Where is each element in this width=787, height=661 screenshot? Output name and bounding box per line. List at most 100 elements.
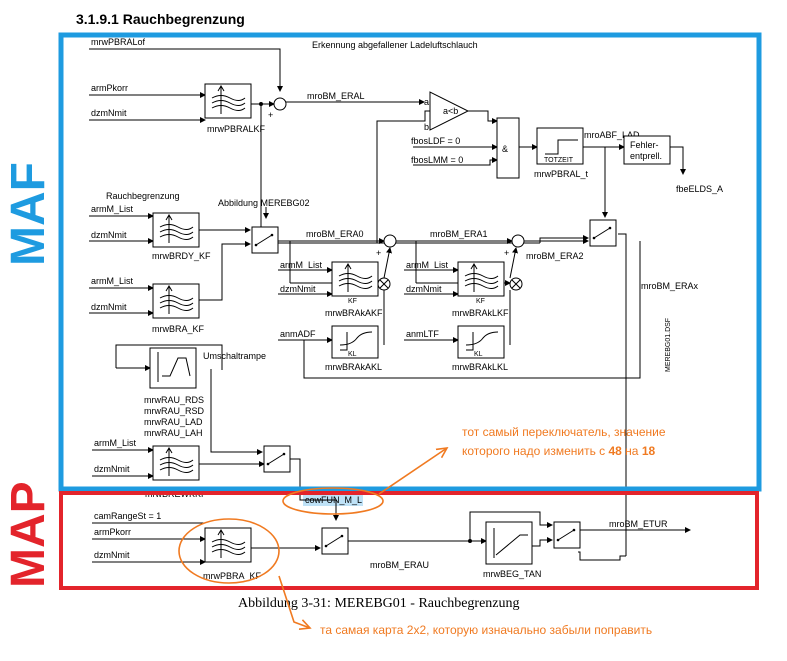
map-block-mrwBRAkLKF xyxy=(457,261,505,297)
map-block-mrwPBRA_KF xyxy=(204,527,252,563)
signal-mroBM_ERAL: mroBM_ERAL xyxy=(307,91,365,101)
switch-note-from: 48 xyxy=(608,444,622,458)
switch-note-text-mid: на xyxy=(622,444,642,458)
label-mrwBRAkAKF: mrwBRAkAKF xyxy=(325,308,383,318)
and-gate xyxy=(496,117,520,179)
plus-sign: + xyxy=(504,248,509,258)
kl-label: KL xyxy=(474,351,483,358)
input-dzmNmit-4: dzmNmit xyxy=(406,284,442,294)
totzeit-block xyxy=(536,127,584,165)
label-mrwBRAkLKF: mrwBRAkLKF xyxy=(452,308,509,318)
comparator-port-a: a xyxy=(424,97,429,107)
map-block-mrwBREWKKF xyxy=(152,445,200,481)
input-dzmNmit-1: dzmNmit xyxy=(91,230,127,240)
signal-mroBM_ERAU: mroBM_ERAU xyxy=(370,560,429,570)
rauch-note: Rauchbegrenzung xyxy=(106,191,180,201)
maf-label: MAF xyxy=(2,162,55,266)
input-fbosLMM: fbosLMM = 0 xyxy=(411,155,463,165)
label-mrwBRA_KF: mrwBRA_KF xyxy=(152,324,205,334)
input-armM-List-2: armM_List xyxy=(91,276,134,286)
input-dzmNmit-bottom: dzmNmit xyxy=(94,550,130,560)
plus-sign: + xyxy=(268,110,273,120)
switch-note-line2: которого надо изменить с 48 на 18 xyxy=(462,444,655,458)
label-mrwBRAkAKL: mrwBRAkAKL xyxy=(325,362,382,372)
comparator-block xyxy=(429,91,470,131)
annotation-arrow-switch xyxy=(378,448,447,495)
signal-mroBM_ETUR: mroBM_ETUR xyxy=(609,519,668,529)
highlight-ellipse-map xyxy=(178,518,280,584)
switch-map xyxy=(321,527,349,555)
junction-dot xyxy=(259,102,263,106)
input-anmADF: anmADF xyxy=(280,329,316,339)
label-mrwBEG_TAN: mrwBEG_TAN xyxy=(483,569,541,579)
input-armPkorr-bottom: armPkorr xyxy=(94,527,131,537)
maf-frame xyxy=(58,32,762,492)
and-gate-label: & xyxy=(502,144,508,154)
input-armM-List-3: armM_List xyxy=(280,260,323,270)
ramp-param-2: mrwRAU_LAD xyxy=(144,417,203,427)
plus-sign: + xyxy=(376,248,381,258)
map-block-mrwBRAkAKF xyxy=(331,261,379,297)
label-mrwPBRAL_t: mrwPBRAL_t xyxy=(534,169,589,179)
input-camRangeSt: camRangeSt = 1 xyxy=(94,511,161,521)
input-dzmNmit-3: dzmNmit xyxy=(280,284,316,294)
sum-node-era0 xyxy=(383,234,397,248)
map-frame xyxy=(59,491,759,590)
sheet-id: MEREBG01.DSF xyxy=(665,318,672,372)
input-armM-List-4: armM_List xyxy=(406,260,449,270)
switch-note-to: 18 xyxy=(642,444,656,458)
highlight-ellipse-switch xyxy=(282,487,384,515)
top-note: Erkennung abgefallener Ladeluftschlauch xyxy=(312,40,478,50)
switch-etur xyxy=(553,521,581,549)
label-mrwBRAkLKL: mrwBRAkLKL xyxy=(452,362,508,372)
switch-lower-maf xyxy=(263,445,291,473)
ramp-param-3: mrwRAU_LAH xyxy=(144,428,203,438)
signal-fbeELDS_A: fbeELDS_A xyxy=(676,184,723,194)
map-note: та самая карта 2x2, которую изначально з… xyxy=(320,623,652,637)
signal-mroBM_ERAx: mroBM_ERAx xyxy=(641,281,699,291)
signal-mroABF_LAD: mroABF_LAD xyxy=(584,130,640,140)
figure-caption: Abbildung 3-31: MEREBG01 - Rauchbegrenzu… xyxy=(238,596,520,611)
abbildung-ref: Abbildung MEREBG02 xyxy=(218,198,310,208)
input-dzmNmit-5: dzmNmit xyxy=(94,464,130,474)
kl-label: KL xyxy=(348,351,357,358)
map-label: MAP xyxy=(2,481,55,588)
input-dzmNmit-2: dzmNmit xyxy=(91,302,127,312)
label-mrwPBRALKF: mrwPBRALKF xyxy=(207,124,266,134)
map-block-mrwBRDY_KF xyxy=(152,212,200,248)
signal-mroBM_ERA2: mroBM_ERA2 xyxy=(526,251,584,261)
ramp-param-0: mrwRAU_RDS xyxy=(144,395,204,405)
ramp-block xyxy=(149,347,197,389)
annotation-arrow-map xyxy=(278,575,310,628)
fehler-line2: entprell. xyxy=(630,151,662,161)
kf-label: KF xyxy=(348,298,357,305)
switch-note-line1: тот самый переключатель, значение xyxy=(462,425,666,439)
input-fbosLDF: fbosLDF = 0 xyxy=(411,136,460,146)
umschalt-note: Umschaltrampe xyxy=(203,351,266,361)
signal-mroBM_ERA0: mroBM_ERA0 xyxy=(306,229,364,239)
switch-erabg02 xyxy=(251,226,279,254)
curve-block-mrwBRAkLKL xyxy=(457,325,505,359)
input-armM-List-5: armM_List xyxy=(94,438,137,448)
label-mrwBRDY_KF: mrwBRDY_KF xyxy=(152,251,211,261)
curve-block-mrwBRAkAKL xyxy=(331,325,379,359)
top-wiring xyxy=(89,48,686,556)
input-anmLTF: anmLTF xyxy=(406,329,439,339)
comparator-port-b: b xyxy=(424,122,429,132)
switch-note-text-a: которого надо изменить с xyxy=(462,444,608,458)
ramp-param-1: mrwRAU_RSD xyxy=(144,406,205,416)
middle-wiring xyxy=(89,207,641,379)
label-mrwPBRA_KF: mrwPBRA_KF xyxy=(203,571,262,581)
fehler-block xyxy=(623,135,671,165)
sum-node-top xyxy=(273,97,287,111)
totzeit-label: TOTZEIT xyxy=(544,157,574,164)
map-block-mrwPBRALKF xyxy=(204,83,252,119)
input-cowFUN_M_L: cowFUN_M_L xyxy=(305,495,362,505)
map-block-mrwBRA_KF xyxy=(152,283,200,319)
kf-label: KF xyxy=(476,298,485,305)
signal-mroBM_ERA1: mroBM_ERA1 xyxy=(430,229,488,239)
input-armPkorr-top: armPkorr xyxy=(91,83,128,93)
curve-block-mrwBEG_TAN xyxy=(485,521,533,565)
switch-era2 xyxy=(589,219,617,247)
